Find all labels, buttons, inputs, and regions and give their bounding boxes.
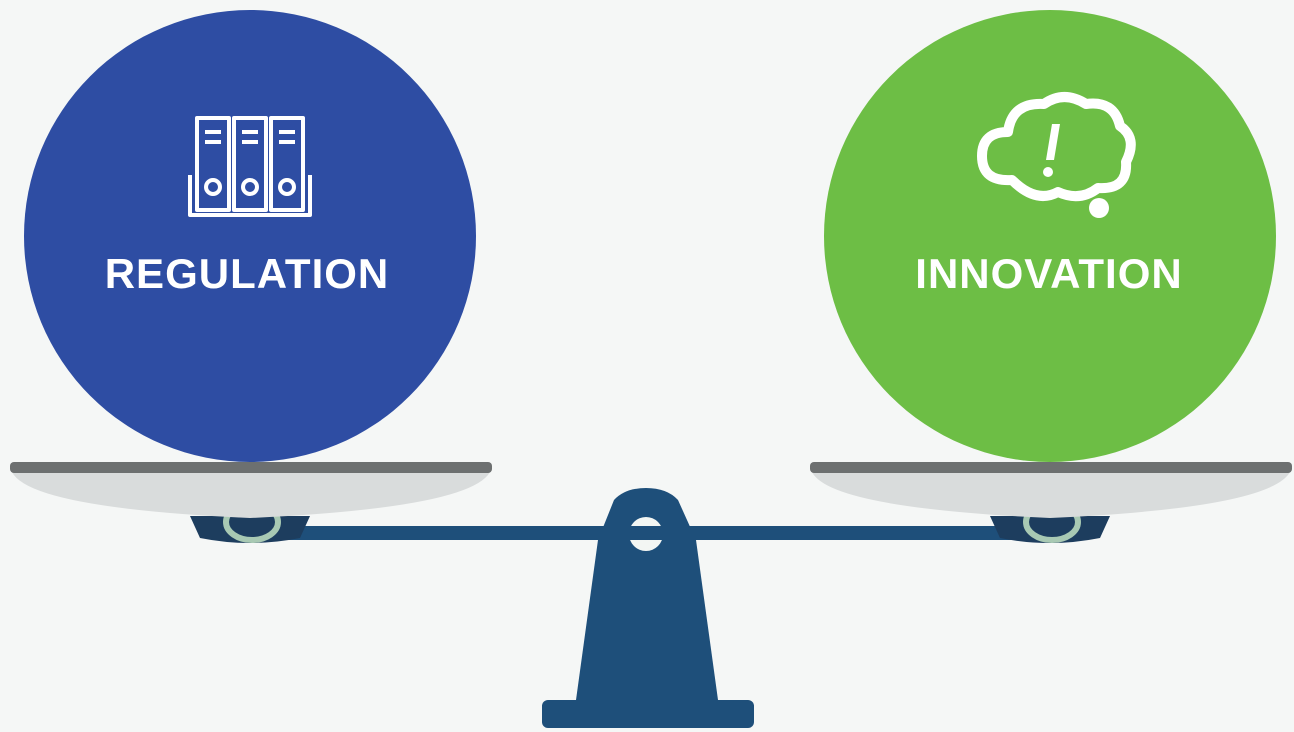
regulation-circle — [24, 10, 476, 462]
scale-beam — [258, 526, 1058, 540]
innovation-label: INNOVATION — [915, 250, 1182, 297]
regulation-label: REGULATION — [105, 250, 390, 297]
idea-cloud-icon — [977, 92, 1136, 218]
fulcrum — [542, 488, 754, 728]
left-pan — [10, 462, 492, 518]
binders-icon — [188, 116, 312, 217]
innovation-circle — [824, 10, 1276, 462]
right-pan — [810, 462, 1292, 518]
